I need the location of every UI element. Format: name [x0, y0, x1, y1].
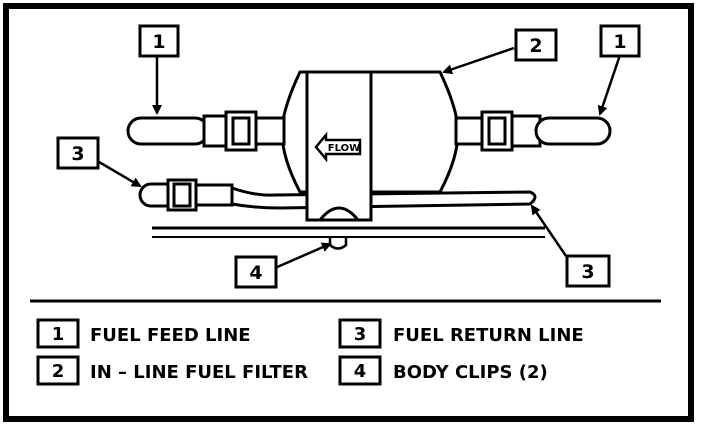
- legend-item-3: 3 FUEL RETURN LINE: [338, 318, 584, 349]
- flow-label: FLOW: [328, 143, 360, 154]
- leader-3-right: [530, 204, 568, 257]
- callout-1-left: 1: [138, 24, 180, 58]
- fuel-feed-line-left: [126, 110, 286, 152]
- legend-label-4: BODY CLIPS (2): [393, 362, 548, 383]
- legend: 1 FUEL FEED LINE 2 IN – LINE FUEL FILTER…: [36, 318, 584, 386]
- svg-text:3: 3: [71, 143, 84, 165]
- fuel-filter-body: FLOW: [280, 70, 460, 222]
- body-clip: [328, 237, 348, 250]
- callout-2: 2: [514, 28, 558, 62]
- outer-frame: [3, 3, 694, 422]
- fuel-feed-line-right: [454, 110, 612, 152]
- leader-3-left: [98, 160, 142, 188]
- svg-text:2: 2: [529, 35, 542, 57]
- svg-text:3: 3: [581, 261, 594, 283]
- svg-text:2: 2: [52, 361, 65, 382]
- callout-3-right: 3: [565, 254, 611, 288]
- legend-item-2: 2 IN – LINE FUEL FILTER: [36, 355, 308, 386]
- callout-3-left: 3: [56, 136, 100, 170]
- callout-4: 4: [234, 255, 278, 289]
- legend-label-3: FUEL RETURN LINE: [393, 325, 584, 346]
- svg-text:1: 1: [52, 324, 65, 345]
- svg-text:4: 4: [249, 262, 262, 284]
- callout-1-right: 1: [599, 24, 641, 58]
- svg-text:1: 1: [613, 31, 626, 53]
- svg-text:3: 3: [354, 324, 367, 345]
- leader-4: [274, 242, 332, 270]
- flow-arrow-icon: [314, 131, 362, 163]
- legend-item-1: 1 FUEL FEED LINE: [36, 318, 251, 349]
- leader-1-right: [597, 54, 622, 116]
- leader-2: [442, 46, 515, 75]
- svg-text:4: 4: [354, 361, 367, 382]
- legend-item-4: 4 BODY CLIPS (2): [338, 355, 548, 386]
- svg-text:1: 1: [152, 31, 165, 53]
- legend-label-2: IN – LINE FUEL FILTER: [90, 362, 308, 383]
- legend-label-1: FUEL FEED LINE: [90, 325, 251, 346]
